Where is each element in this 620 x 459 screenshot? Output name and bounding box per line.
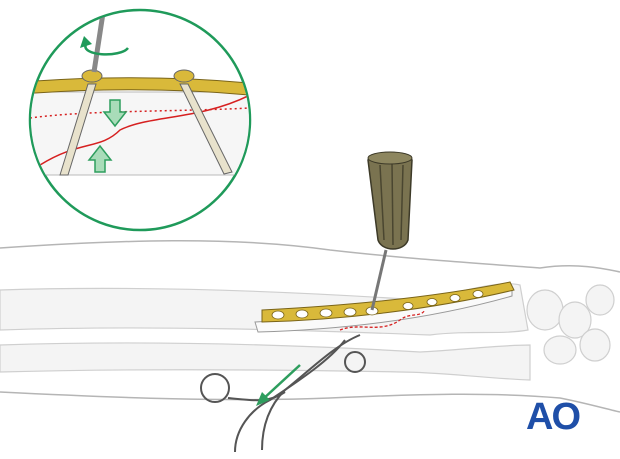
bone-plate (261, 281, 515, 323)
rotation-arrow-icon (84, 43, 129, 56)
screwdriver (367, 151, 413, 311)
fracture-line (339, 309, 426, 331)
pull-direction-arrow-icon (256, 364, 301, 406)
magnified-inset (28, 8, 252, 232)
forearm-outline (0, 239, 620, 413)
reduction-forceps (200, 334, 366, 453)
inset-screw-left (59, 69, 103, 176)
radius-ulna-bones (0, 283, 615, 381)
ao-logo: AO (526, 396, 581, 438)
inset-screw-right (173, 69, 233, 175)
carpal-bones (526, 284, 615, 365)
compression-arrow-icon (87, 99, 128, 173)
